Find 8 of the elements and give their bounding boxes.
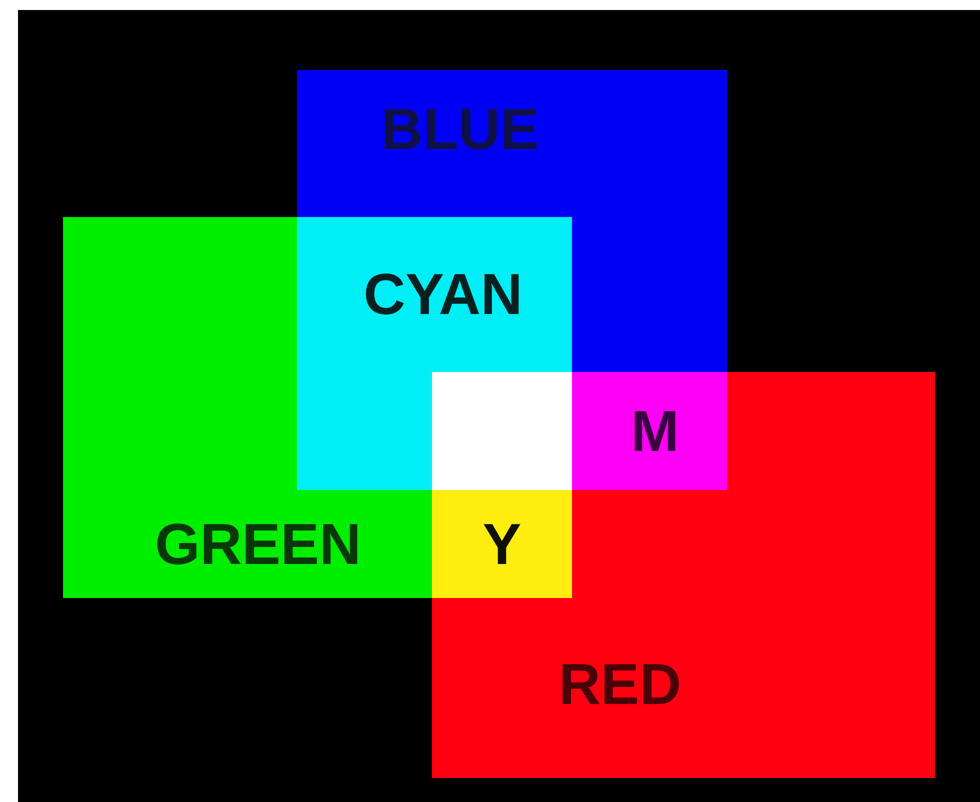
primary-rectangle [432,372,935,778]
region-label: Y [482,516,522,574]
region-label: M [630,403,680,461]
region-label: CYAN [363,266,523,324]
region-label: GREEN [154,516,362,574]
region-label: RED [558,656,682,714]
region-label: BLUE [381,101,539,159]
overlap-region [432,372,572,490]
